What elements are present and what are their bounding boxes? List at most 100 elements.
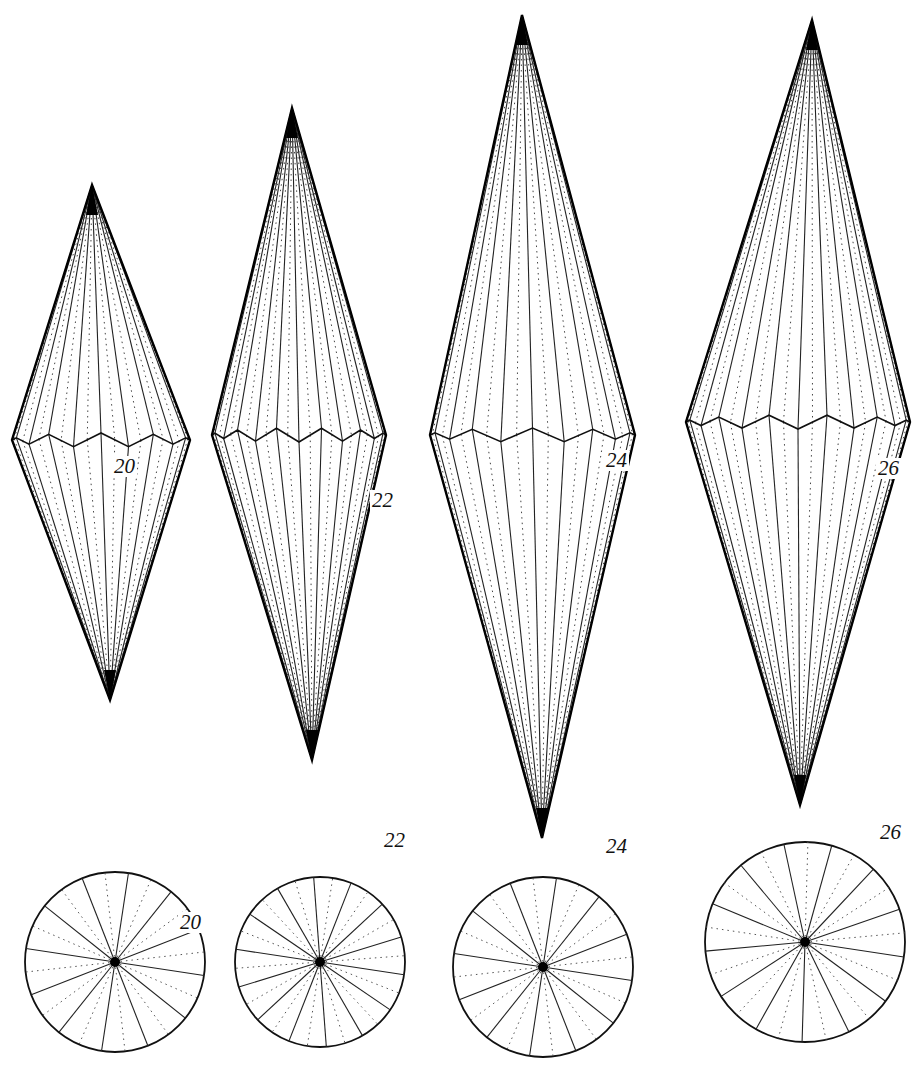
edge-line (798, 429, 800, 805)
bipyramid-drawing (212, 108, 386, 760)
edge-line (805, 869, 873, 942)
shading-line (43, 962, 115, 1015)
shading-line (800, 423, 901, 805)
shading-line (320, 962, 345, 1043)
shading-line (320, 956, 405, 962)
apex-tip (104, 670, 116, 700)
edge-line (110, 434, 153, 700)
shading-line (272, 962, 320, 1032)
shading-line (320, 962, 378, 1024)
edge-line (115, 929, 199, 962)
shading-line (292, 108, 332, 435)
shading-line (756, 20, 812, 422)
outline (686, 20, 910, 805)
shading-line (533, 878, 543, 967)
edge-line (26, 949, 115, 962)
shading-line (231, 434, 312, 760)
edge-line (742, 20, 812, 428)
apex-tip (794, 775, 806, 805)
shading-line (87, 440, 110, 700)
shading-line (266, 435, 312, 760)
edge-line (798, 20, 812, 429)
shading-line (23, 185, 92, 441)
edge-line (533, 428, 543, 838)
edge-line (320, 904, 382, 962)
edge-line (805, 942, 904, 957)
edge-line (530, 967, 543, 1056)
edge-line (522, 15, 615, 439)
callout-number: 20 (112, 456, 137, 477)
edge-line (258, 962, 320, 1020)
girdle-line (686, 415, 910, 429)
edge-line (756, 942, 805, 1029)
shading-line (115, 952, 204, 962)
outline (25, 872, 205, 1052)
edge-line (320, 937, 401, 962)
shading-line (288, 435, 312, 760)
edge-line (278, 888, 320, 962)
apex-tip (306, 730, 318, 760)
edge-line (29, 444, 110, 700)
callout-number: 26 (876, 458, 901, 479)
edge-line (459, 967, 543, 1000)
edge-line (224, 439, 312, 761)
edge-line (802, 942, 805, 1042)
edge-line (115, 962, 204, 975)
top-view (453, 877, 633, 1057)
shading-line (87, 185, 92, 440)
shading-line (800, 421, 886, 805)
edge-line (49, 434, 110, 700)
bipyramid-drawing (12, 185, 190, 700)
shading-line (246, 436, 312, 760)
outline (212, 108, 386, 760)
shading-line (262, 900, 320, 962)
shading-line (756, 422, 800, 805)
outline (453, 877, 633, 1057)
edge-line (805, 909, 899, 942)
shading-line (517, 15, 522, 435)
shading-line (461, 434, 542, 838)
edge-line (237, 108, 292, 430)
outline (705, 842, 905, 1042)
edge-line (705, 942, 805, 951)
edge-line (542, 429, 593, 838)
shading-line (110, 441, 179, 700)
edge-line (800, 428, 854, 805)
top-view (25, 872, 205, 1052)
shading-line (320, 878, 333, 962)
edge-line (784, 844, 805, 942)
apex-dot (538, 962, 548, 972)
edge-line (800, 415, 827, 805)
shading-line (805, 842, 808, 942)
edge-line (522, 15, 533, 428)
edge-line (320, 962, 404, 975)
edge-line (320, 962, 362, 1036)
edge-line (812, 20, 877, 417)
shading-line (115, 962, 168, 1034)
edge-line (312, 441, 343, 760)
shading-line (522, 15, 578, 435)
shading-line (39, 439, 110, 700)
shading-line (805, 942, 897, 980)
shading-line (288, 108, 292, 435)
edge-line (812, 20, 895, 426)
shading-line (761, 852, 805, 942)
shading-line (235, 962, 320, 968)
shading-line (710, 20, 812, 421)
edge-line (320, 962, 390, 1010)
shading-line (471, 967, 543, 1020)
edge-line (713, 904, 805, 942)
shading-line (800, 422, 840, 805)
callout-number: 24 (604, 836, 629, 857)
apex-tip (536, 808, 548, 838)
edge-line (320, 883, 351, 962)
apex-tip (516, 15, 528, 45)
edge-line (312, 430, 361, 760)
shading-line (812, 20, 866, 423)
shading-line (812, 20, 813, 422)
edge-line (510, 883, 543, 967)
shading-line (517, 435, 542, 838)
edge-line (542, 439, 615, 838)
